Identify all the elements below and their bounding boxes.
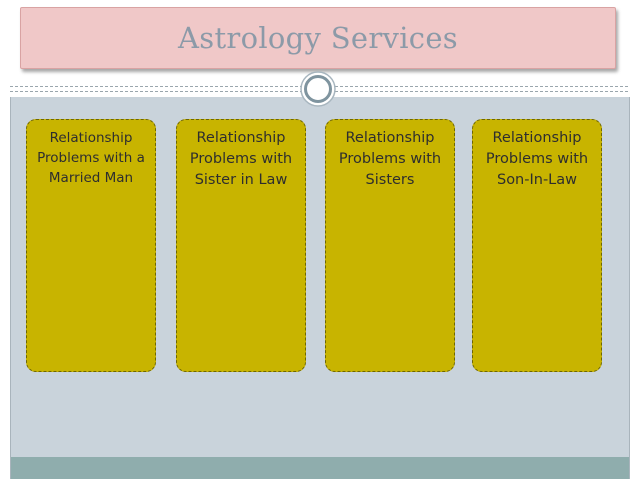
service-card-son-in-law: Relationship Problems with Son-In-Law bbox=[472, 119, 602, 372]
service-card-sister-in-law: Relationship Problems with Sister in Law bbox=[176, 119, 306, 372]
service-card-label: Relationship Problems with Sisters bbox=[338, 130, 442, 188]
service-card-label: Relationship Problems with a Married Man bbox=[37, 130, 145, 186]
circle-ornament-icon bbox=[300, 71, 336, 107]
slide-title: Astrology Services bbox=[178, 21, 458, 55]
bottom-band bbox=[10, 457, 630, 479]
service-card-married-man: Relationship Problems with a Married Man bbox=[26, 119, 156, 372]
service-card-label: Relationship Problems with Son-In-Law bbox=[485, 130, 589, 188]
service-card-sisters: Relationship Problems with Sisters bbox=[325, 119, 455, 372]
title-box: Astrology Services bbox=[20, 7, 616, 69]
service-card-label: Relationship Problems with Sister in Law bbox=[189, 130, 293, 188]
